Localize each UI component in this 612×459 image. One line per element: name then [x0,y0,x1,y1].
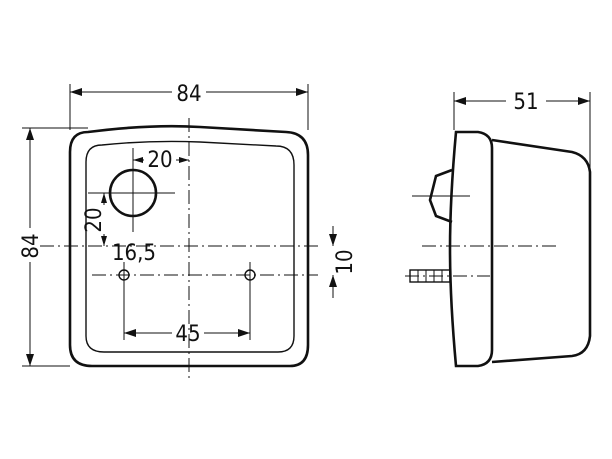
front-lens-outline [85,140,295,353]
front-housing-outline [68,124,310,368]
dim-center-offset: 16,5 [112,241,156,266]
side-body [491,138,592,364]
dim-stud-spacing-label: 45 [175,322,200,347]
dim-vertical-gap: 10 [329,226,358,298]
side-connector [428,168,453,224]
side-flange [448,130,494,368]
dim-hole-offset-x: 20 [132,148,189,173]
dim-side-depth: 51 [453,90,591,168]
dim-hole-offset-y-label: 20 [82,207,107,232]
side-view [405,130,592,368]
front-view [40,118,318,378]
dim-front-height-label: 84 [19,233,44,258]
dim-hole-offset-y: 20 [82,193,107,246]
dim-side-depth-label: 51 [513,90,538,115]
dim-front-height: 84 [19,127,88,367]
dim-front-width-label: 84 [176,82,201,107]
dim-vertical-gap-label: 10 [333,249,358,274]
dim-center-offset-label: 16,5 [112,241,156,266]
dim-stud-spacing: 45 [124,322,250,347]
dim-front-width: 84 [69,82,309,130]
dim-hole-offset-x-label: 20 [147,148,172,173]
